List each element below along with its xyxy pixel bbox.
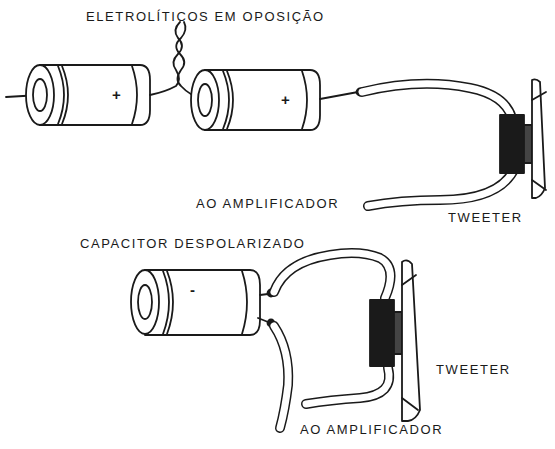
polarity-mark: +	[112, 87, 121, 103]
tweeter-speaker	[370, 260, 420, 421]
electrolytic-capacitor	[6, 65, 150, 125]
connection-note: AO AMPLIFICADOR	[196, 196, 339, 212]
electrolytic-capacitor	[191, 70, 364, 130]
tweeter-speaker	[500, 79, 546, 198]
connection-note: AO AMPLIFICADOR	[300, 422, 443, 438]
polarity-mark: -	[190, 282, 195, 298]
polarity-mark: +	[281, 92, 290, 108]
part-name: TWEETER	[436, 362, 511, 378]
bipolar-capacitor	[131, 270, 275, 335]
figure-heading: CAPACITOR DESPOLARIZADO	[80, 236, 306, 252]
cable	[362, 84, 515, 206]
figure-heading: ELETROLÍTICOS EM OPOSIÇÃO	[86, 9, 325, 25]
part-name: TWEETER	[448, 210, 523, 226]
